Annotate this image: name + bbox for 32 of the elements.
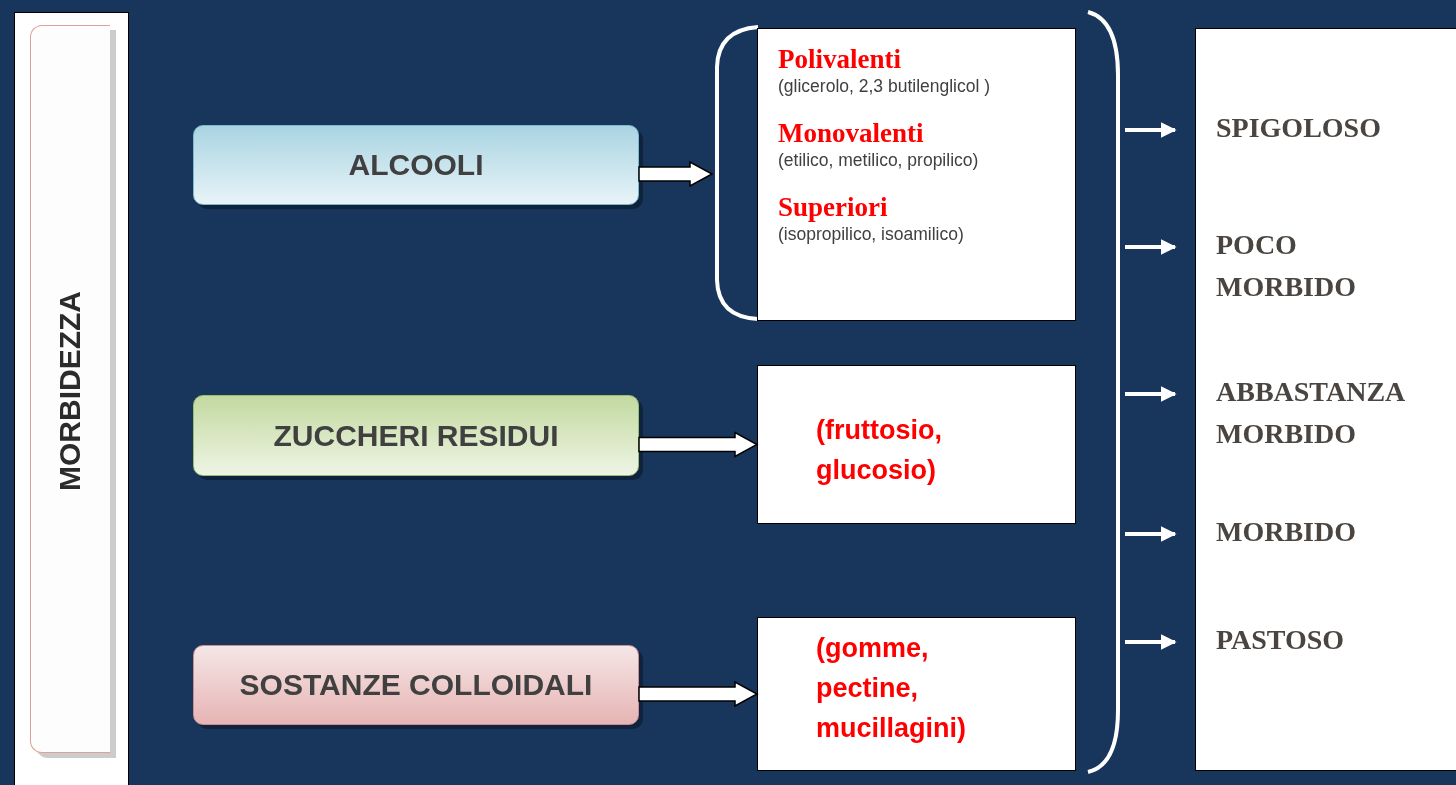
outcome-panel <box>1195 28 1456 771</box>
category-box <box>193 395 639 476</box>
examples-text: (isopropilico, isoamilico) <box>778 223 964 245</box>
arrow <box>1125 526 1177 542</box>
arrow <box>1125 386 1177 402</box>
examples-text: (fruttosio, glucosio) <box>816 413 943 487</box>
group-heading: Polivalenti <box>778 43 901 75</box>
category-box <box>193 125 639 205</box>
block-arrow <box>638 680 759 708</box>
outcome-label: POCO MORBIDO <box>1216 228 1357 304</box>
outcome-label: PASTOSO <box>1216 623 1346 657</box>
block-arrow <box>638 160 714 188</box>
group-heading: Superiori <box>778 191 888 223</box>
category-box <box>193 645 639 725</box>
examples-text: (gomme, pectine, mucillagini) <box>816 632 968 745</box>
outcome-label: MORBIDO <box>1216 515 1357 549</box>
block-arrow <box>638 431 759 458</box>
examples-text: (etilico, metilico, propilico) <box>778 149 979 171</box>
arrow <box>1125 634 1177 650</box>
side-panel <box>14 12 129 785</box>
text-box <box>757 617 1076 771</box>
outcome-label: ABBASTANZA MORBIDO <box>1216 375 1406 451</box>
examples-text: (glicerolo, 2,3 butilenglicol ) <box>778 75 991 97</box>
arrow <box>1125 122 1177 138</box>
outcome-label: SPIGOLOSO <box>1216 111 1382 145</box>
vertical-title: MORBIDEZZA <box>53 291 87 491</box>
group-heading: Monovalenti <box>778 117 924 149</box>
category-label: ALCOOLI <box>348 148 484 182</box>
category-label: ZUCCHERI RESIDUI <box>273 418 559 453</box>
text-box <box>757 365 1076 524</box>
category-label: SOSTANZE COLLOIDALI <box>239 668 593 702</box>
arrow <box>1125 239 1177 255</box>
